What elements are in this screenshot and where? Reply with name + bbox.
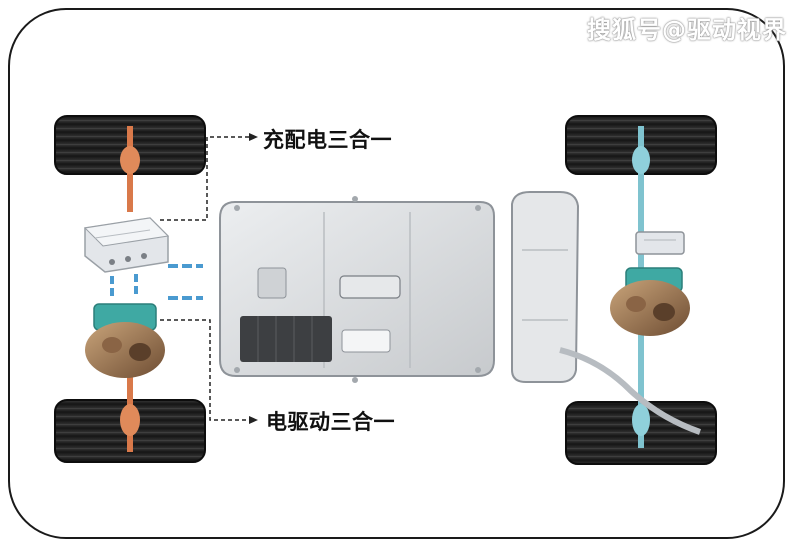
right-drive-unit	[610, 267, 690, 336]
left-drive-shaft	[120, 126, 140, 452]
coolant-links	[110, 264, 203, 300]
right-charging-unit	[635, 231, 685, 255]
charging-distribution-label: 充配电三合一	[263, 128, 392, 152]
watermark: 搜狐号@驱动视界	[587, 16, 787, 44]
electric-drive-unit	[85, 303, 165, 378]
electric-drive-label: 电驱动三合一	[266, 410, 395, 434]
charging-distribution-unit	[83, 217, 170, 273]
rear-tray	[511, 191, 701, 435]
leader-line-charging	[160, 133, 258, 221]
leader-line-drive	[160, 319, 258, 424]
battery-pack	[219, 196, 495, 383]
